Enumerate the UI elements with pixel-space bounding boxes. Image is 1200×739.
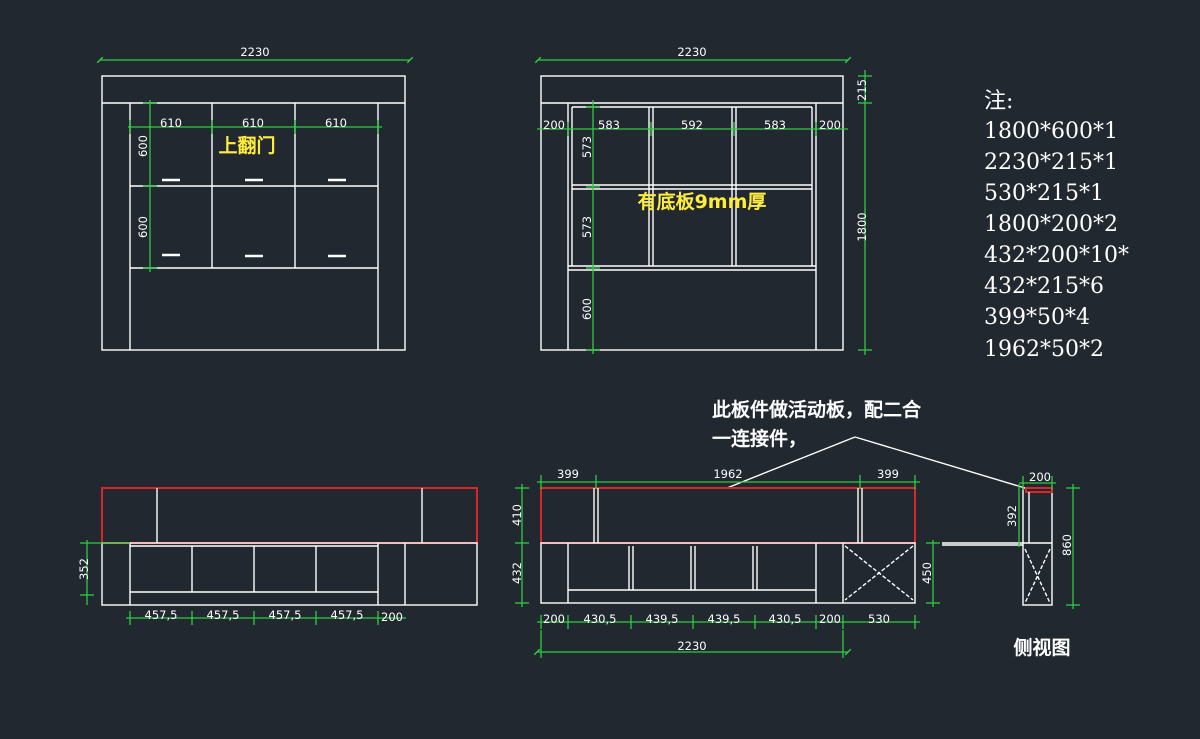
dim-overall-width: 2230: [677, 639, 706, 653]
front-outer-frame: [101, 75, 406, 351]
dim-side-right: 200: [819, 118, 841, 132]
note-item: 399*50*4: [984, 305, 1090, 330]
notes-panel: 注: 1800*600*1 2230*215*1 530*215*1 1800*…: [984, 89, 1129, 362]
note-item: 432*215*6: [984, 274, 1104, 299]
dim-row-upper: 600: [136, 135, 150, 157]
dim-left-lower: 432: [510, 562, 524, 584]
bottom-left-view: 352 457,5 457,5 457,5 457,5 200: [77, 487, 478, 625]
dim-overall-width: 2230: [677, 45, 706, 59]
dim-b7: 530: [868, 612, 890, 626]
note-item: 1800*600*1: [984, 119, 1118, 144]
dim-col-b: 610: [242, 116, 264, 130]
dim-top-b: 1962: [713, 467, 742, 481]
note-item: 530*215*1: [984, 181, 1104, 206]
lower-cabinet-frame: [101, 542, 478, 606]
cross-brace: [844, 545, 914, 601]
dim-b5: 430,5: [769, 612, 802, 626]
dim-total: 860: [1060, 534, 1074, 556]
dim-b1: 200: [543, 612, 565, 626]
dim-col-a: 583: [598, 118, 620, 132]
dim-row3: 600: [580, 298, 594, 320]
dim-col-a: 610: [160, 116, 182, 130]
dim-top: 215: [855, 79, 869, 101]
dim-left-upper: 410: [510, 504, 524, 526]
top-board-highlight: [101, 487, 478, 544]
top-board-highlight: [540, 487, 916, 544]
lower-cabinet-frame: [540, 542, 916, 604]
dim-b1: 457,5: [145, 608, 178, 622]
dim-b2: 430,5: [584, 612, 617, 626]
dim-b3: 439,5: [646, 612, 679, 626]
dim-b4: 457,5: [331, 608, 364, 622]
dim-b3: 457,5: [269, 608, 302, 622]
note-item: 1800*200*2: [984, 212, 1118, 237]
dim-b4: 439,5: [708, 612, 741, 626]
dim-col-c: 583: [764, 118, 786, 132]
leader-line: [726, 436, 856, 489]
dim-row2: 573: [580, 216, 594, 238]
leader-line: [854, 436, 1026, 489]
rear-view: 2230 200 583 592 583 200 573 573 600 215…: [534, 45, 872, 355]
dim-col-b: 592: [681, 118, 703, 132]
side-profile: [1022, 487, 1053, 606]
side-view-label: 侧视图: [1013, 636, 1070, 659]
dim-b2: 457,5: [207, 608, 240, 622]
top-board-highlight: [1025, 487, 1053, 493]
dim-row1: 573: [580, 136, 594, 158]
annotation-line-1: 此板件做活动板，配二合: [712, 398, 922, 421]
notes-title: 注:: [984, 89, 1013, 114]
dim-height: 352: [77, 558, 91, 580]
bottom-right-view: 此板件做活动板，配二合 一连接件， 399 1962 399: [510, 398, 1026, 658]
annotation-line-2: 一连接件，: [712, 427, 807, 450]
cross-brace: [1024, 548, 1051, 604]
dim-top-a: 399: [557, 467, 579, 481]
note-item: 432*200*10*: [984, 243, 1129, 268]
dim-overall-width: 2230: [240, 45, 269, 59]
dim-upper: 392: [1005, 505, 1019, 527]
base-board-label: 有底板9mm厚: [638, 190, 767, 213]
flip-door-label: 上翻门: [218, 134, 275, 157]
dim-height: 1800: [855, 212, 869, 241]
dim-b5: 200: [381, 610, 403, 624]
dim-top-c: 399: [877, 467, 899, 481]
dim-col-c: 610: [325, 116, 347, 130]
side-view: 200 392 860 侧视图: [942, 470, 1080, 659]
rear-outer-frame: [540, 75, 844, 351]
dim-row-lower: 600: [136, 216, 150, 238]
dim-right-h: 450: [920, 562, 934, 584]
cross-brace: [1024, 548, 1051, 604]
dim-b6: 200: [819, 612, 841, 626]
front-view: 2230 610 610 610 600 600 上翻门: [96, 45, 414, 351]
note-item: 1962*50*2: [984, 337, 1104, 362]
dim-width: 200: [1029, 470, 1051, 484]
note-item: 2230*215*1: [984, 150, 1118, 175]
dim-side-left: 200: [543, 118, 565, 132]
